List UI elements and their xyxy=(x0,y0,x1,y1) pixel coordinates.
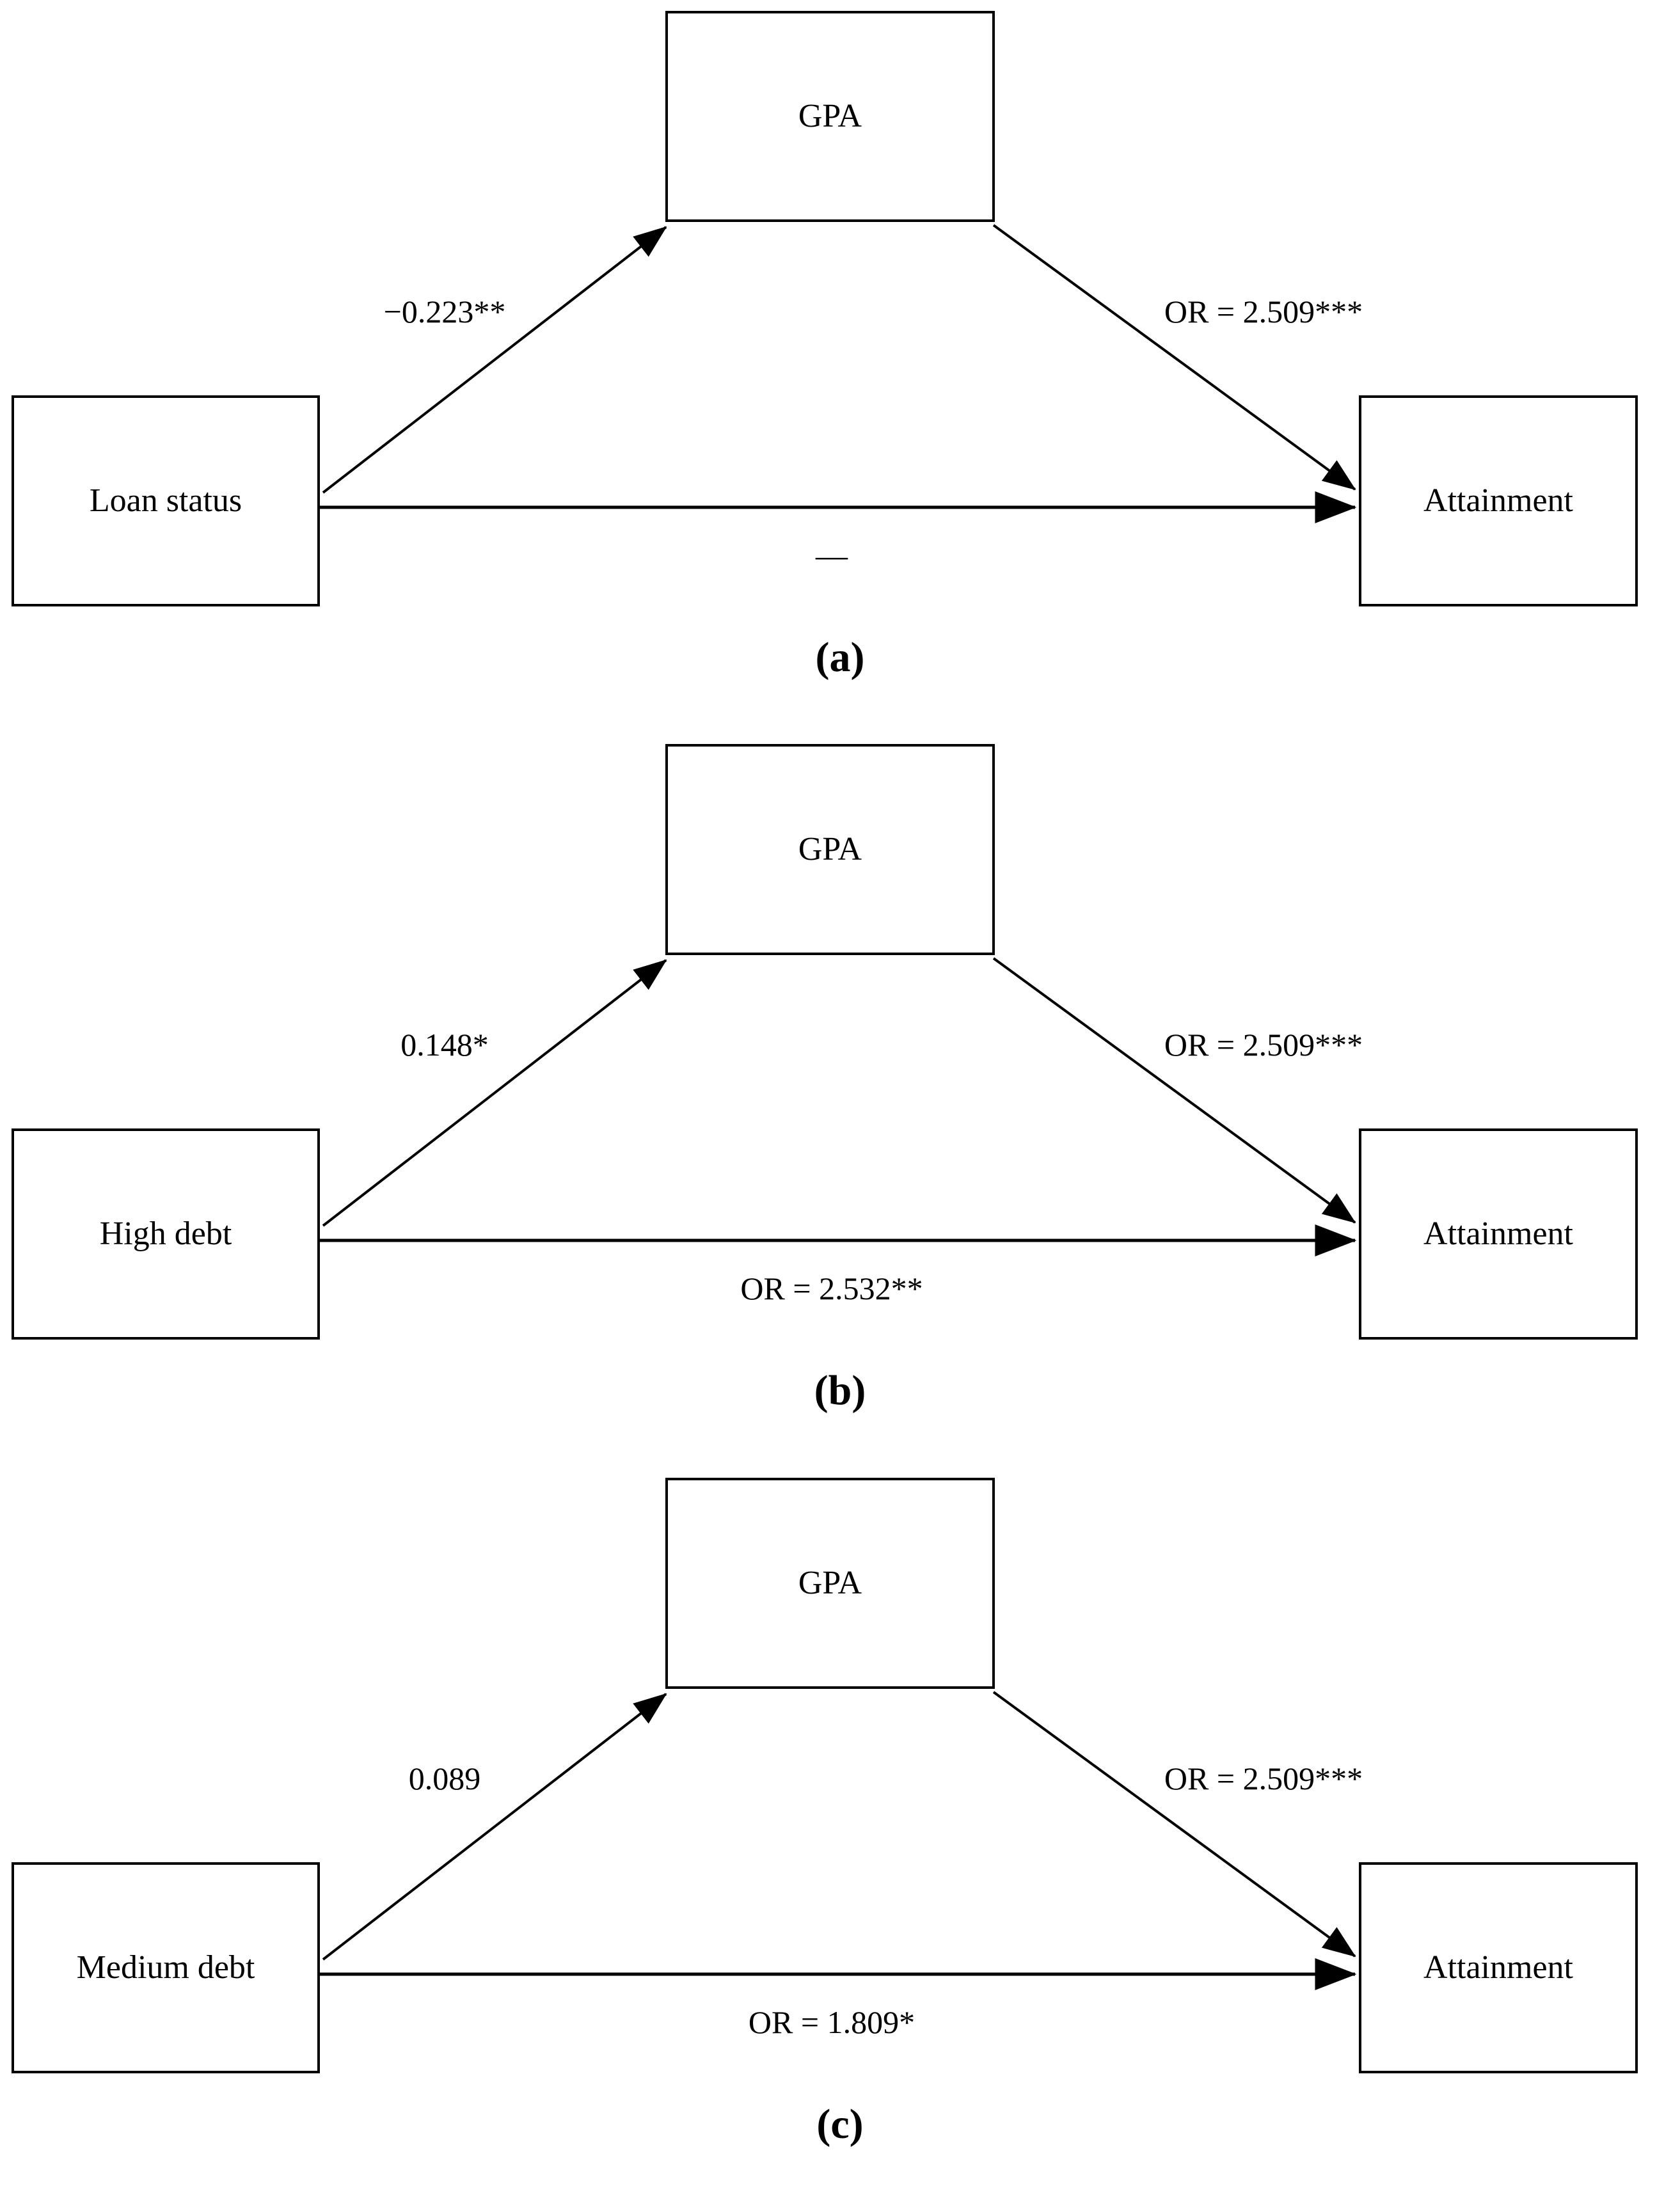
mediator-box: GPA xyxy=(665,744,995,955)
panel-caption: (a) xyxy=(815,634,865,681)
predictor-to-mediator-label: −0.223** xyxy=(383,294,506,329)
mediator-to-outcome-label: OR = 2.509*** xyxy=(1164,294,1363,329)
outcome-label: Attainment xyxy=(1423,482,1573,519)
predictor-label: Loan status xyxy=(89,482,242,519)
mediator-to-outcome-arrow xyxy=(992,957,1356,1224)
outcome-box: Attainment xyxy=(1359,1862,1638,2073)
predictor-box: Medium debt xyxy=(12,1862,320,2073)
predictor-to-mediator-arrow xyxy=(322,1693,667,1961)
direct-path-label: OR = 1.809* xyxy=(748,2004,915,2040)
predictor-box: Loan status xyxy=(12,395,320,606)
outcome-label: Attainment xyxy=(1423,1949,1573,1986)
outcome-label: Attainment xyxy=(1423,1215,1573,1252)
predictor-to-mediator-arrow xyxy=(322,226,667,494)
outcome-box: Attainment xyxy=(1359,395,1638,606)
panel-caption: (b) xyxy=(814,1367,866,1414)
panel-caption: (c) xyxy=(816,2101,864,2148)
predictor-label: High debt xyxy=(99,1215,232,1252)
mediator-box: GPA xyxy=(665,1478,995,1689)
mediator-to-outcome-arrow xyxy=(992,1691,1356,1958)
predictor-to-mediator-arrow xyxy=(322,959,667,1227)
outcome-box: Attainment xyxy=(1359,1128,1638,1340)
predictor-box: High debt xyxy=(12,1128,320,1340)
direct-path-label: — xyxy=(816,537,848,573)
panel-a: GPA Loan status Attainment −0.223** OR =… xyxy=(0,0,1680,733)
mediator-to-outcome-label: OR = 2.509*** xyxy=(1164,1761,1363,1796)
mediator-box: GPA xyxy=(665,11,995,222)
mediator-label: GPA xyxy=(798,98,862,134)
mediator-label: GPA xyxy=(798,1565,862,1601)
predictor-to-mediator-label: 0.089 xyxy=(408,1761,481,1796)
panel-b: GPA High debt Attainment 0.148* OR = 2.5… xyxy=(0,733,1680,1467)
direct-path-label: OR = 2.532** xyxy=(740,1270,923,1306)
predictor-to-mediator-label: 0.148* xyxy=(400,1027,489,1063)
panel-c: GPA Medium debt Attainment 0.089 OR = 2.… xyxy=(0,1467,1680,2185)
mediator-to-outcome-label: OR = 2.509*** xyxy=(1164,1027,1363,1063)
predictor-label: Medium debt xyxy=(76,1949,255,1986)
mediator-to-outcome-arrow xyxy=(992,224,1356,491)
mediator-label: GPA xyxy=(798,831,862,867)
